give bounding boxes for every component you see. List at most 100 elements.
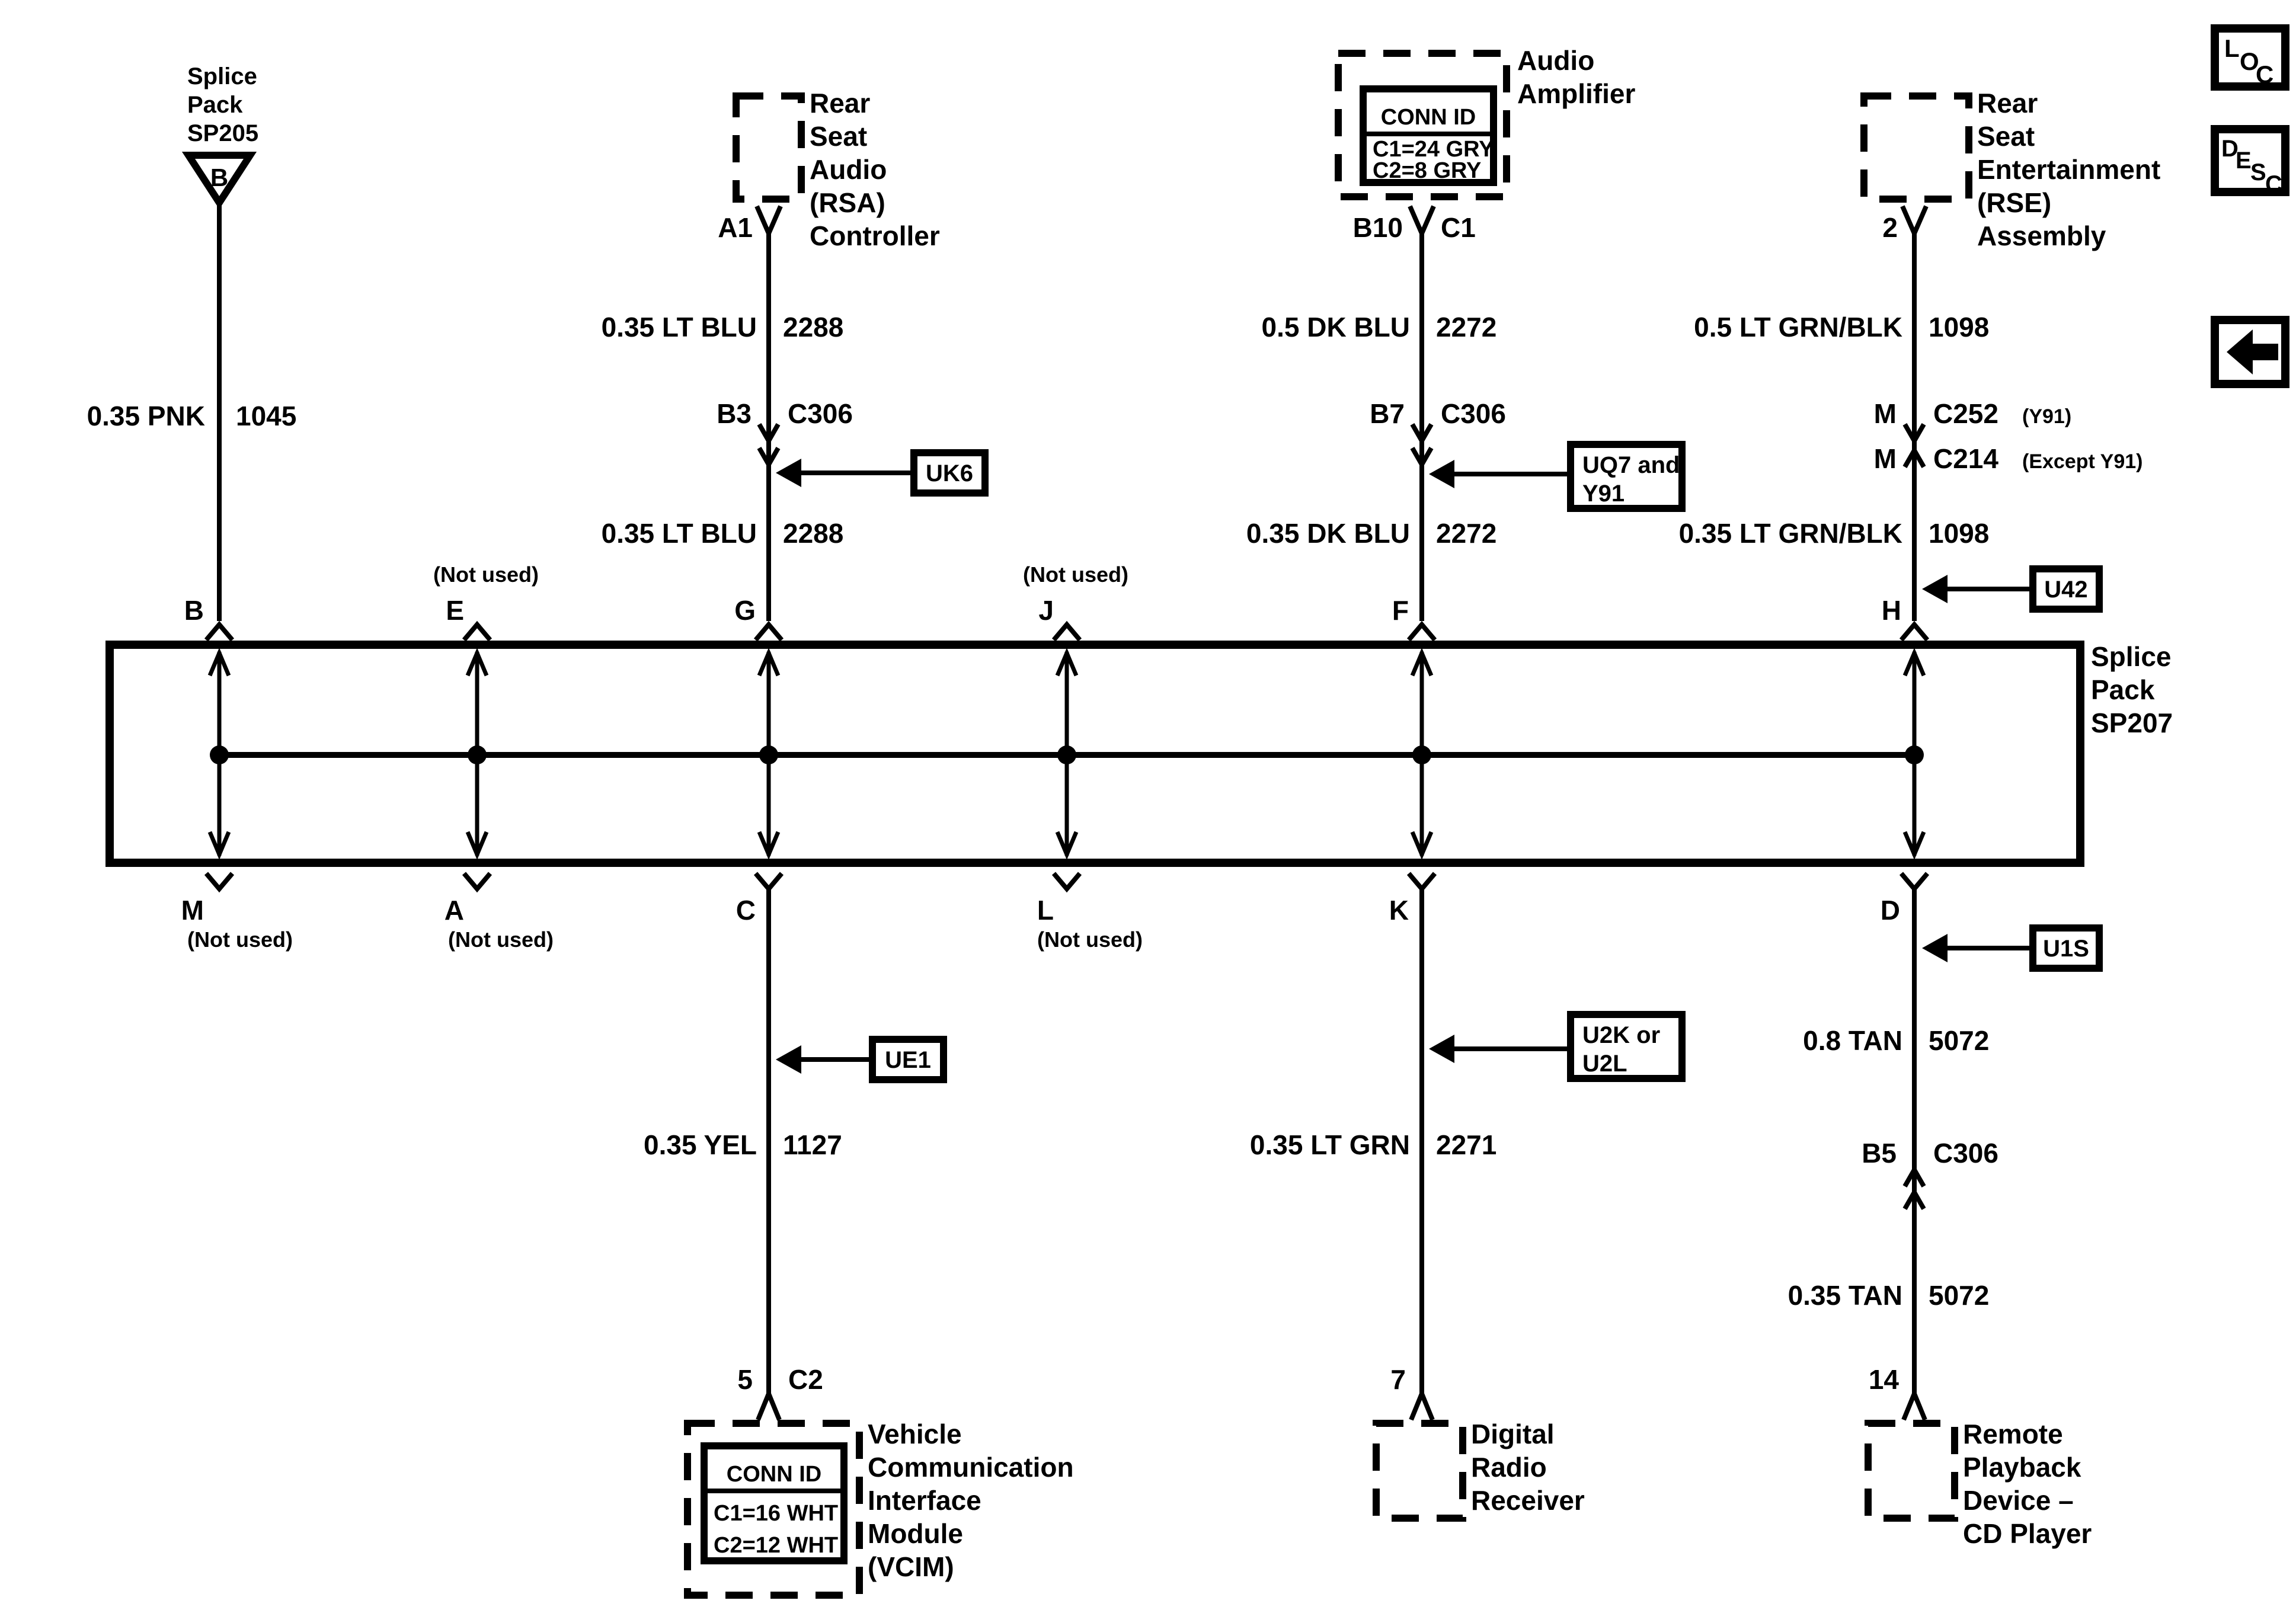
sp207-internal-pin: [1055, 647, 1079, 860]
rse-name: Seat: [1977, 121, 2035, 152]
conn-id-header: CONN ID: [1381, 105, 1476, 130]
wire-h-size-color: 0.5 LT GRN/BLK: [1694, 312, 1902, 343]
rsa-name: (RSA): [810, 187, 885, 218]
sp207-bottom-pin-label: D: [1881, 895, 1900, 926]
component-box-rse: Rear Seat Entertainment (RSE) Assembly: [1860, 88, 2160, 251]
loc-letter: L: [2224, 34, 2240, 62]
u42-code: U42: [2044, 577, 2087, 603]
vcim-pin-fork-symbol: [756, 1387, 782, 1421]
wire-f: B10 C1 0.5 DK BLU 2272 B7 C306 0.35 DK B…: [1246, 205, 1506, 621]
inline-connector-symbol: [1902, 445, 1926, 468]
wire-b: 0.35 PNK 1045: [87, 203, 296, 621]
conn-id-header: CONN ID: [727, 1462, 821, 1487]
option-callout-u42: U42: [1922, 565, 2103, 613]
sp205-pin-label: B: [210, 164, 228, 191]
wire-h-circuit: 1098: [1929, 312, 1989, 343]
sp207-internal-pin: [1410, 647, 1434, 860]
inline-connector-symbol: [1902, 423, 1926, 446]
wire-h: 2 0.5 LT GRN/BLK 1098 M C252 (Y91) M C21…: [1679, 205, 2142, 621]
uk6-code: UK6: [926, 460, 973, 486]
sp207-label: SP207: [2091, 708, 2173, 738]
sp207-bottom-pin-label: L: [1037, 895, 1054, 926]
conn-id-row: C1=24 GRY: [1373, 137, 1494, 162]
wire-f-size-color: 0.5 DK BLU: [1262, 312, 1410, 343]
wire-h-size-color: 0.35 LT GRN/BLK: [1679, 518, 1902, 549]
rse-pin-label: 2: [1882, 212, 1898, 243]
ue1-code: UE1: [885, 1047, 931, 1073]
sp207-top-pin-label: B: [184, 595, 204, 626]
sp207-top-pin-label: F: [1392, 595, 1409, 626]
vcim-name: Vehicle: [868, 1419, 962, 1449]
not-used-note: (Not used): [187, 927, 293, 952]
sp207-bottom-pin-label: M: [181, 895, 204, 926]
rsa-name: Seat: [810, 121, 867, 152]
sp207-top-pin-chevron: [204, 620, 235, 642]
sp207-top-pin-chevron: [753, 620, 784, 642]
wire-g-circuit: 2288: [783, 312, 843, 343]
wire-h-circuit: 1098: [1929, 518, 1989, 549]
wire-f-circuit: 2272: [1436, 518, 1496, 549]
desc-letter: C: [2265, 171, 2282, 197]
amp-conn-id-table: CONN ID C1=24 GRY C2=8 GRY: [1360, 85, 1497, 186]
rse-dashed-box: [1860, 92, 1972, 203]
sp207-top-pin-chevron: [462, 620, 493, 642]
sp207-label: Splice: [2091, 641, 2172, 672]
amp-pin-fork-symbol: [1408, 205, 1436, 240]
rse-name: (RSE): [1977, 187, 2051, 218]
rpd-pin-fork-symbol: [1901, 1387, 1927, 1421]
rsa-name: Controller: [810, 220, 940, 251]
back-arrow-box: [2211, 316, 2289, 388]
sp207-bottom-pin-chevron: [1051, 872, 1082, 893]
sp207-top-pin-label: E: [446, 595, 464, 626]
wire-d-size-color: 0.8 TAN: [1803, 1025, 1902, 1056]
sp207-bottom-pin-label: C: [736, 895, 756, 926]
option-callout-ue1: UE1: [776, 1036, 947, 1083]
vcim-pin-right: C2: [788, 1364, 823, 1395]
desc-letter: E: [2236, 148, 2252, 174]
wire-d-circuit: 5072: [1929, 1280, 1989, 1311]
sp207-top-pin-label: J: [1038, 595, 1054, 626]
sp207-bottom-pin-chevron: [753, 872, 784, 893]
drr-pin-label: 7: [1390, 1364, 1406, 1395]
sp207-top-pin-label: H: [1882, 595, 1901, 626]
rse-name: Entertainment: [1977, 154, 2160, 185]
inline-connector-symbol: [1902, 1187, 1926, 1210]
vcim-name: Communication: [868, 1452, 1074, 1483]
inline-connector-symbol: [1902, 1164, 1926, 1188]
loc-box-frame: [2211, 24, 2289, 91]
wire-g-connector-id: C306: [788, 398, 853, 429]
loc-letter: C: [2256, 60, 2273, 88]
not-used-note: (Not used): [433, 562, 539, 587]
drr-pin-fork-symbol: [1409, 1387, 1435, 1421]
conn-id-row: C1=16 WHT: [714, 1501, 838, 1526]
vcim-name: (VCIM): [868, 1551, 954, 1582]
wire-h-connector2-qualifier: (Except Y91): [2022, 450, 2142, 473]
component-box-vcim: CONN ID C1=16 WHT C2=12 WHT Vehicle Comm…: [684, 1419, 1074, 1599]
wire-b-circuit: 1045: [236, 401, 296, 431]
sp207-internal-pin: [207, 647, 231, 860]
rse-pin-fork-symbol: [1900, 205, 1929, 240]
rse-name: Assembly: [1977, 220, 2106, 251]
option-callout-uq7: UQ7 and Y91: [1429, 441, 1686, 512]
sp207-frame: [105, 641, 2084, 867]
sp207-bottom-pin-chevron: [1899, 872, 1930, 893]
inline-connector-symbol: [1410, 423, 1434, 446]
wire-d-circuit: 5072: [1929, 1025, 1989, 1056]
rpd-name: Playback: [1963, 1452, 2081, 1483]
component-box-amp: Audio Amplifier CONN ID C1=24 GRY C2=8 G…: [1335, 45, 1635, 200]
u1s-arrowhead-icon: [1922, 934, 1948, 962]
sp207-internal-pin: [465, 647, 489, 860]
wire-d: 0.8 TAN 5072 B5 C306 0.35 TAN 5072 14: [1788, 889, 1998, 1421]
desc-legend-box: D E S C: [2211, 125, 2289, 197]
wire-g: A1 0.35 LT BLU 2288 B3 C306 0.35 LT BLU …: [602, 205, 853, 621]
inline-connector-symbol: [1410, 447, 1434, 470]
vcim-name: Interface: [868, 1485, 981, 1516]
sp207-bottom-pin-chevron: [204, 872, 235, 893]
rse-name: Rear: [1977, 88, 2038, 119]
rpd-pin-label: 14: [1869, 1364, 1900, 1395]
wire-c-size-color: 0.35 YEL: [644, 1129, 757, 1160]
uk6-arrowhead-icon: [776, 459, 801, 487]
u42-arrowhead-icon: [1922, 575, 1948, 603]
wire-f-circuit: 2272: [1436, 312, 1496, 343]
u2k-code: U2K or: [1582, 1022, 1660, 1048]
